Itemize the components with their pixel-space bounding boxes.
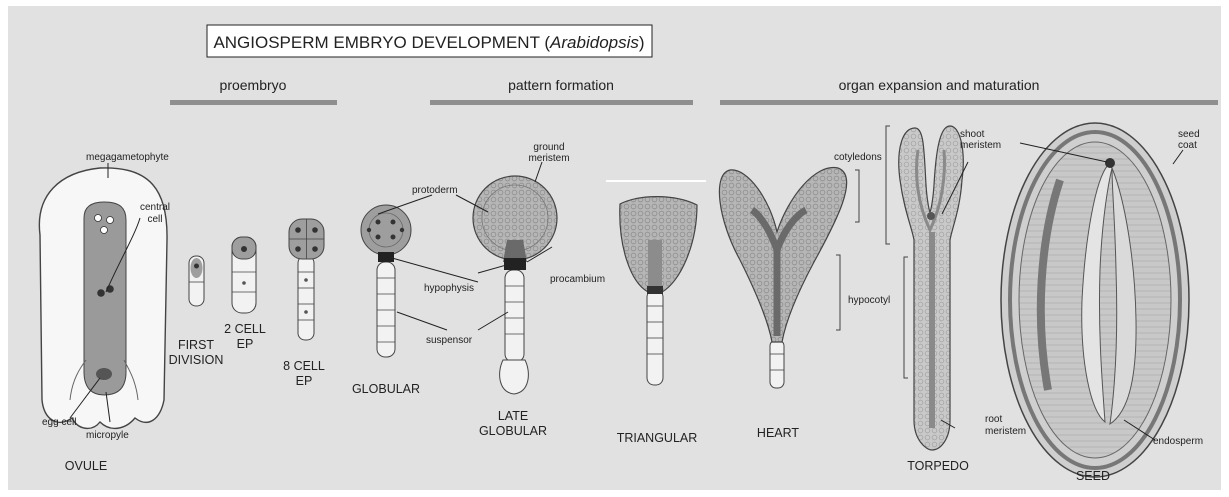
stage-heart: HEART	[757, 426, 800, 440]
stage-late-globular-1: LATE	[498, 409, 528, 423]
stage-seed: SEED	[1076, 469, 1110, 483]
title-box: ANGIOSPERM EMBRYO DEVELOPMENT (Arabidops…	[207, 25, 652, 57]
stage-eight-cell-2: EP	[296, 374, 313, 388]
stage-eight-cell-1: 8 CELL	[283, 359, 325, 373]
label-root-meristem: root	[985, 414, 1002, 425]
label-micropyle: micropyle	[86, 430, 129, 441]
stage-triangular: TRIANGULAR	[617, 431, 698, 445]
stage-two-cell-1: 2 CELL	[224, 322, 266, 336]
label-central-cell: central	[140, 202, 170, 213]
stage-torpedo: TORPEDO	[907, 459, 969, 473]
phase-organ-expansion: organ expansion and maturation	[839, 77, 1040, 93]
label-procambium: procambium	[550, 274, 605, 285]
stage-ovule: OVULE	[65, 459, 107, 473]
label-hypocotyl: hypocotyl	[848, 295, 890, 306]
label-suspensor: suspensor	[426, 335, 473, 346]
label-cotyledons: cotyledons	[834, 152, 882, 163]
label-seed-coat: seed	[1178, 129, 1200, 140]
two-cell-embryo	[232, 237, 256, 313]
label-endosperm: endosperm	[1153, 436, 1203, 447]
stage-first-division-2: DIVISION	[169, 353, 224, 367]
label-hypophysis: hypophysis	[424, 283, 474, 294]
phase-proembryo: proembryo	[220, 77, 287, 93]
phase-pattern-formation: pattern formation	[508, 77, 614, 93]
stage-first-division-1: FIRST	[178, 338, 214, 352]
label-shoot-meristem-2: meristem	[960, 140, 1001, 151]
stage-globular: GLOBULAR	[352, 382, 420, 396]
phase-bar-pattern-formation	[430, 100, 693, 105]
label-root-meristem-2: meristem	[985, 426, 1026, 437]
stage-two-cell-2: EP	[237, 337, 254, 351]
label-megagametophyte: megagametophyte	[86, 152, 169, 163]
label-protoderm: protoderm	[412, 185, 458, 196]
seed-illustration	[1001, 123, 1189, 477]
first-division-embryo	[189, 256, 204, 306]
label-seed-coat-2: coat	[1178, 140, 1197, 151]
label-ground-meristem-2: meristem	[528, 153, 569, 164]
phase-bar-proembryo	[170, 100, 337, 105]
stage-late-globular-2: GLOBULAR	[479, 424, 547, 438]
label-ground-meristem: ground	[533, 142, 564, 153]
label-shoot-meristem: shoot	[960, 129, 985, 140]
label-central-cell-2: cell	[147, 214, 162, 225]
phase-bar-organ-expansion	[720, 100, 1218, 105]
label-egg-cell: egg cell	[42, 417, 76, 428]
figure-title: ANGIOSPERM EMBRYO DEVELOPMENT (Arabidops…	[213, 33, 644, 52]
